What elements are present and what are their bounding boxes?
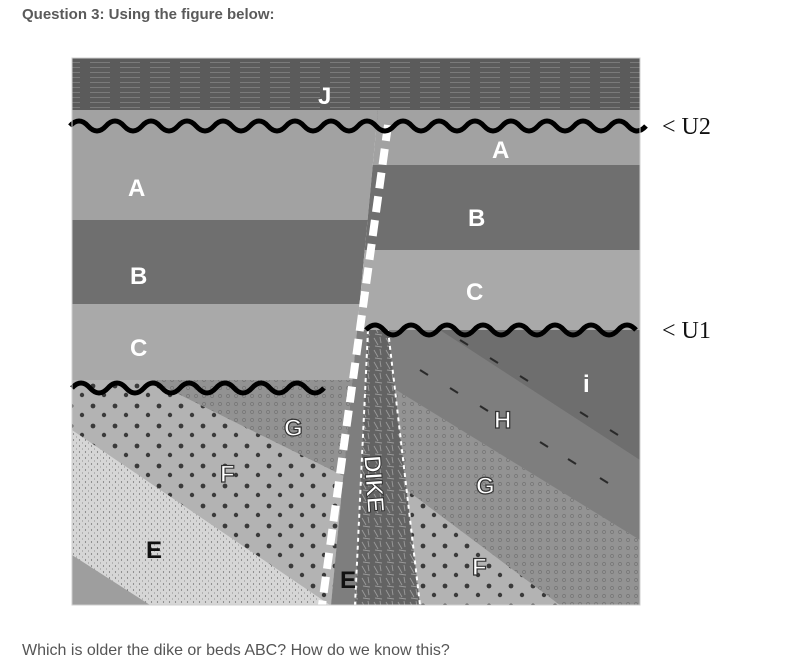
label-f-left: F [220, 461, 235, 488]
label-g-left: G [284, 415, 303, 442]
label-e-dike: E [340, 567, 356, 594]
label-b-left: B [130, 263, 147, 290]
dike [354, 329, 421, 606]
label-c-right: C [466, 279, 483, 306]
label-a-right: A [492, 137, 509, 164]
geologic-cross-section: J A B C A B C i G F H G F E E DIKE < U2 … [68, 57, 711, 606]
unconformity-u1 [364, 322, 638, 338]
left-fault-block [72, 110, 378, 605]
label-b-right: B [468, 205, 485, 232]
unconformity-left [70, 380, 326, 396]
label-c-left: C [130, 335, 147, 362]
unconformity-u2 [68, 118, 648, 134]
fault-line [318, 124, 392, 606]
question-title: Question 3: Using the figure below: [22, 6, 275, 23]
label-i-right: i [583, 371, 590, 398]
bed-b-left [72, 220, 378, 304]
label-e-left: E [146, 537, 162, 564]
label-u2: < U2 [662, 114, 711, 140]
label-dike: DIKE [358, 455, 389, 514]
label-f-right: F [472, 554, 487, 581]
label-h-right: H [494, 407, 511, 434]
question-prompt: Which is older the dike or beds ABC? How… [22, 642, 450, 659]
label-j: J [318, 83, 331, 110]
bed-c-left [72, 304, 378, 394]
label-u1: < U1 [662, 318, 711, 344]
label-a-left: A [128, 175, 145, 202]
bed-i-right [440, 330, 640, 460]
label-g-right: G [476, 473, 495, 500]
